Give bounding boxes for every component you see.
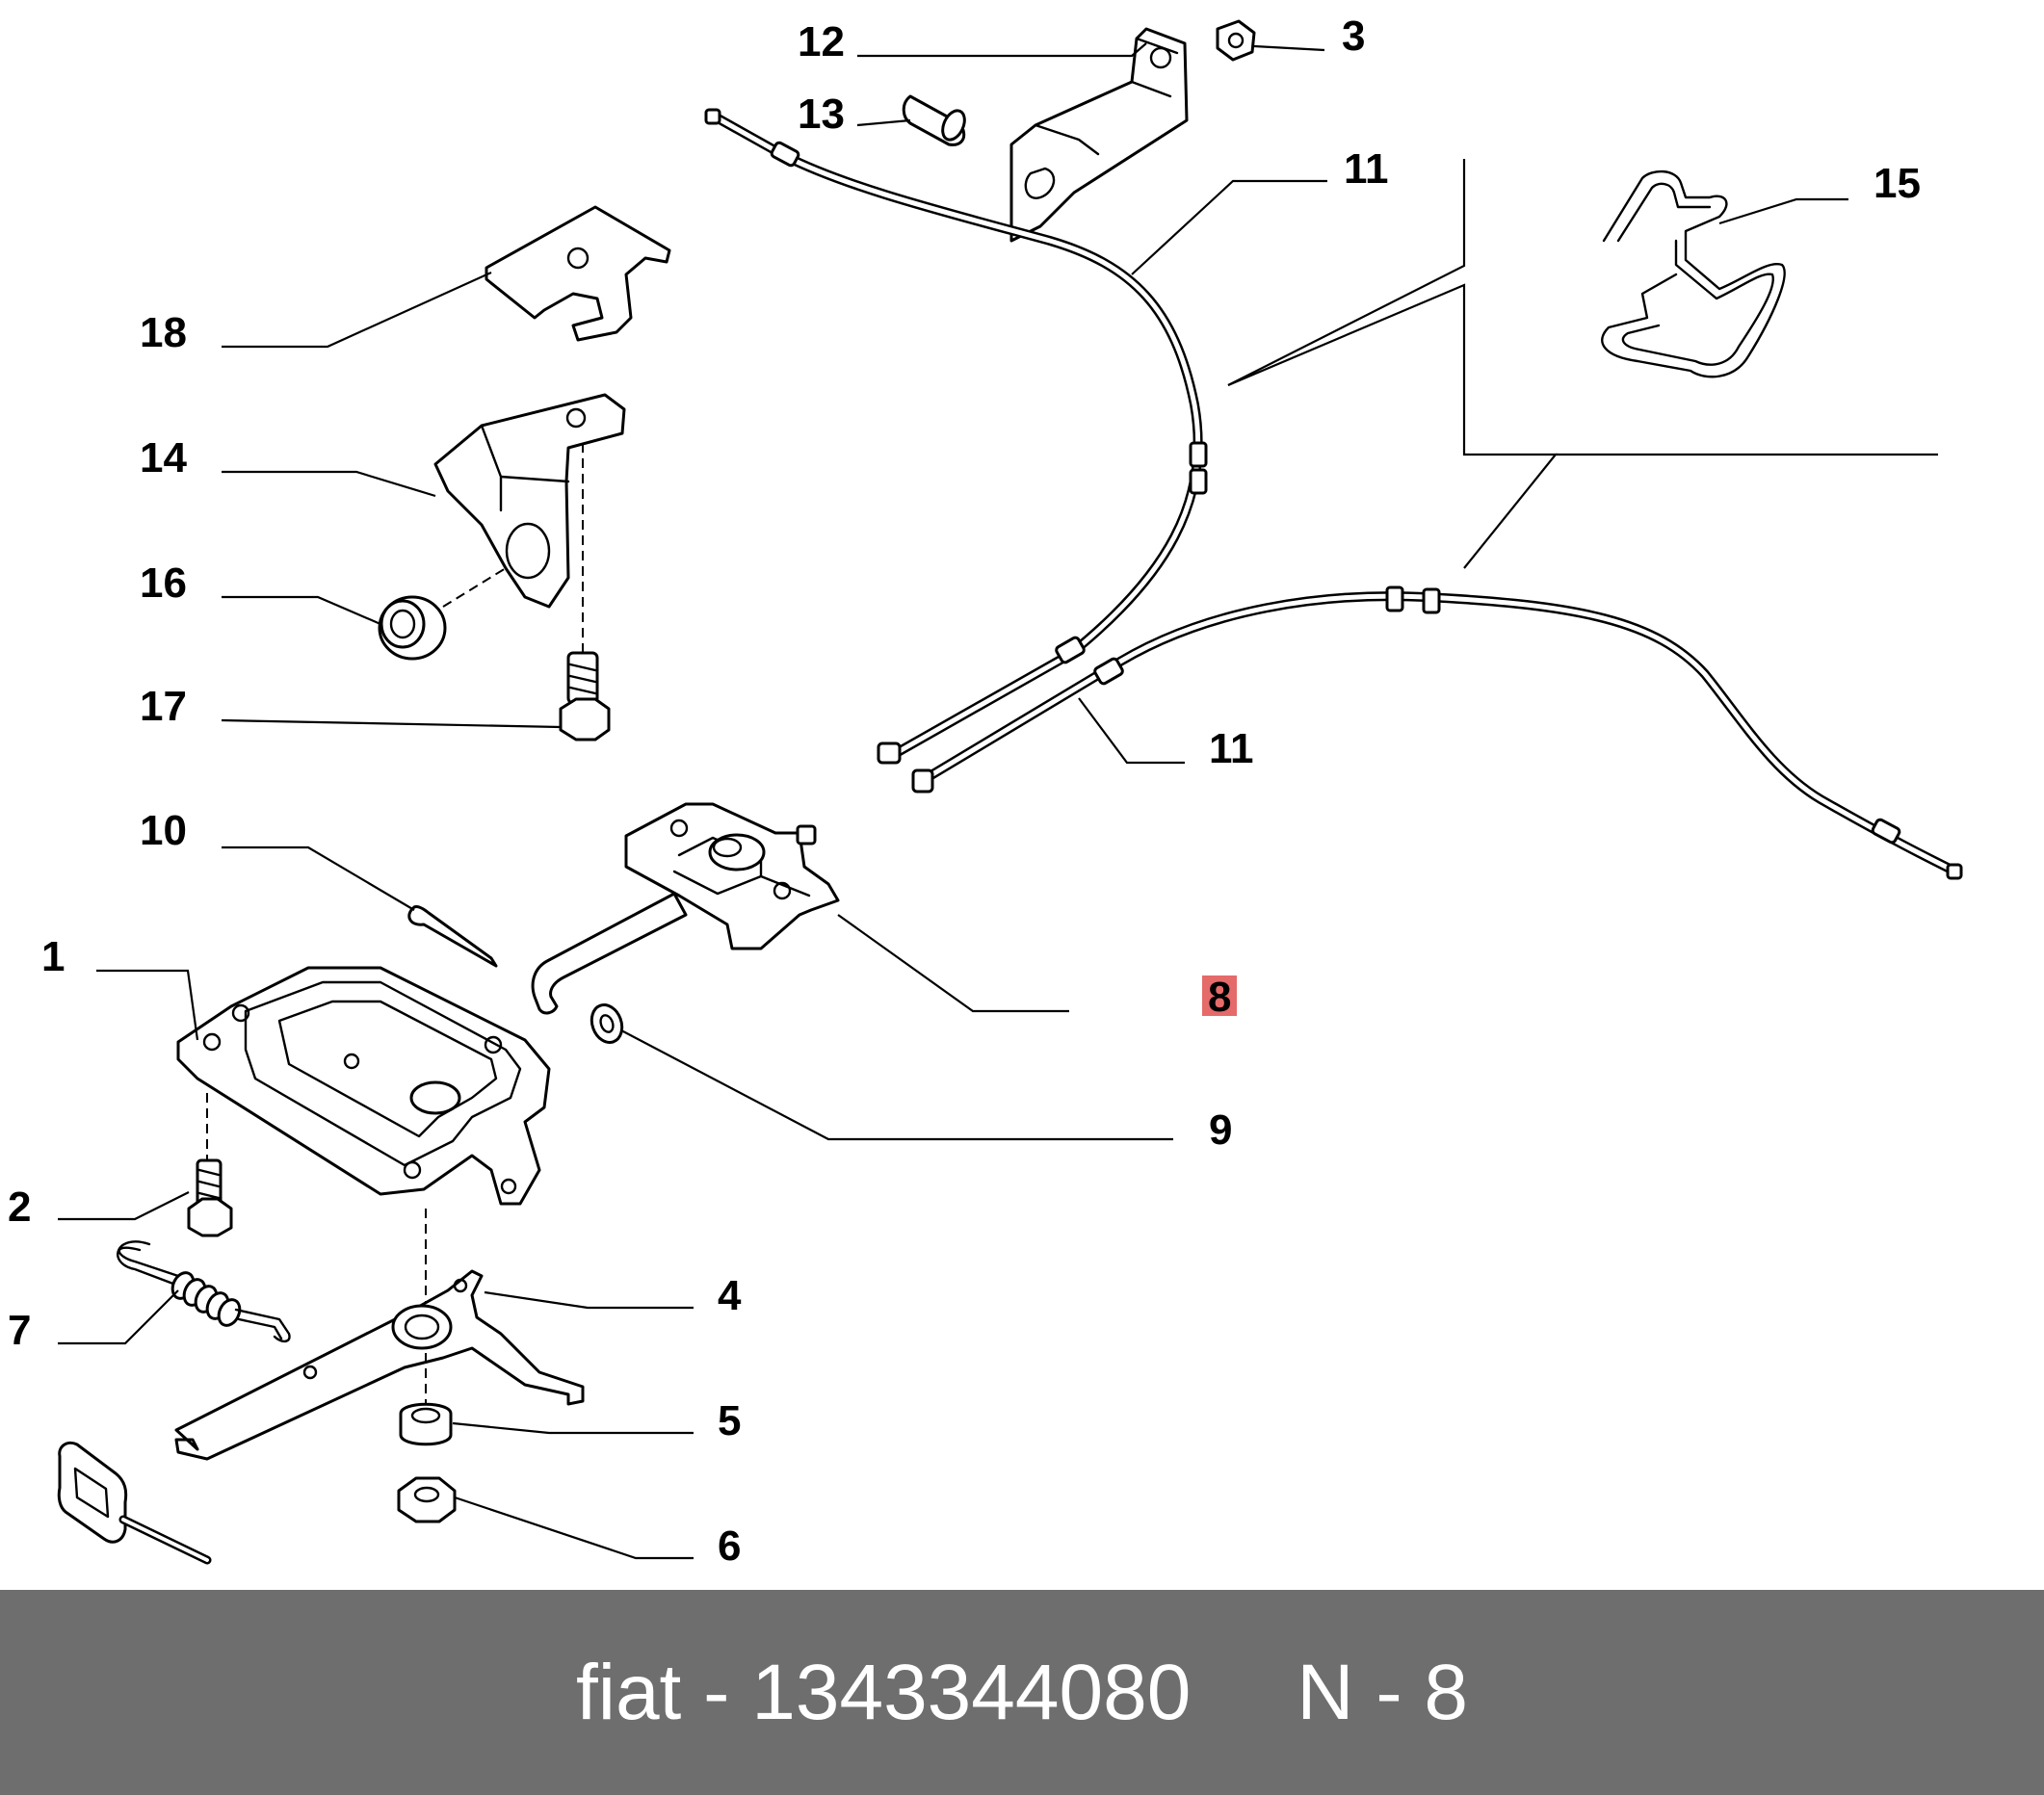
part-6-nut xyxy=(397,1476,457,1523)
callout-labels: 12 3 13 11 15 18 14 16 17 11 10 1 8 9 2 … xyxy=(8,13,1921,1570)
part-3-nut xyxy=(1216,19,1256,62)
callout-8-highlight xyxy=(1202,976,1237,1016)
part-1-base-plate xyxy=(176,966,551,1206)
part-16-grommet xyxy=(378,595,447,661)
part-15-wire-clip xyxy=(1601,169,1786,378)
footer-separator: - xyxy=(703,1648,730,1736)
callout-6: 6 xyxy=(718,1522,741,1570)
callout-8: 8 xyxy=(1208,974,1231,1021)
callout-3: 3 xyxy=(1342,13,1365,60)
footer-ref-separator: - xyxy=(1376,1648,1402,1736)
callout-13: 13 xyxy=(798,91,845,138)
callout-17: 17 xyxy=(140,683,187,730)
callout-15: 15 xyxy=(1874,160,1921,207)
callout-9: 9 xyxy=(1209,1106,1232,1154)
callout-16: 16 xyxy=(140,559,187,607)
part-8-lever-assembly xyxy=(531,802,840,1015)
part-13-bushing xyxy=(902,94,966,146)
callout-11-lower: 11 xyxy=(1209,725,1254,772)
part-10-cotter-pin xyxy=(407,905,498,968)
part-12-bracket xyxy=(1009,27,1189,243)
part-2-bolt xyxy=(187,1158,233,1237)
callout-1: 1 xyxy=(41,933,65,980)
part-18-bracket-plate xyxy=(485,205,671,342)
callout-14: 14 xyxy=(140,434,187,481)
footer-brand: fiat xyxy=(575,1648,682,1736)
callout-11-upper: 11 xyxy=(1344,145,1389,193)
callout-10: 10 xyxy=(140,807,187,854)
cable-reference-brackets xyxy=(1227,159,1938,569)
part-14-bracket xyxy=(433,393,626,609)
assembly-axis-16 xyxy=(442,567,507,608)
callout-5: 5 xyxy=(718,1397,741,1444)
part-17-bolt xyxy=(559,651,611,741)
callout-4: 4 xyxy=(718,1272,742,1319)
callout-12: 12 xyxy=(798,18,845,65)
callout-18: 18 xyxy=(140,309,187,356)
footer-ref-number: 8 xyxy=(1424,1648,1469,1736)
part-9-washer xyxy=(590,1003,624,1044)
part-11-cable-rear xyxy=(911,585,1963,880)
part-11-cable-front xyxy=(704,108,1208,765)
callout-2: 2 xyxy=(8,1184,31,1231)
exploded-parts-diagram: 12 3 13 11 15 18 14 16 17 11 10 1 8 9 2 … xyxy=(8,13,1963,1570)
part-4-lever xyxy=(174,1269,585,1461)
part-7-spring xyxy=(117,1240,291,1343)
part-number-footer: fiat - 1343344080 N - 8 xyxy=(0,1590,2044,1795)
footer-part-number: 1343344080 xyxy=(751,1648,1192,1736)
part-5-lock-nut xyxy=(399,1402,453,1446)
leader-lines xyxy=(58,42,1848,1560)
cable-end-handle xyxy=(57,1441,212,1565)
callout-7: 7 xyxy=(8,1307,31,1354)
footer-ref-prefix: N xyxy=(1297,1648,1354,1736)
